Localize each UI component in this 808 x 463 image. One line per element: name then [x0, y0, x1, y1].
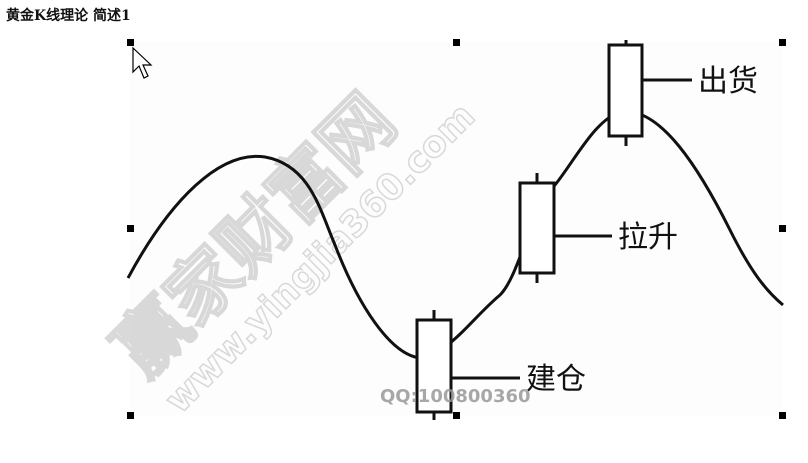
candle-build [415, 310, 520, 420]
label-rise: 拉升 [618, 220, 678, 255]
page-title: 黄金K线理论 简述1 [6, 8, 131, 24]
selection-handles[interactable] [127, 39, 786, 419]
price-curve [126, 110, 784, 359]
label-distribute: 出货 [698, 64, 758, 99]
label-build: 建仓 [526, 362, 586, 397]
image-background [130, 42, 782, 415]
candle-distribute [607, 40, 692, 146]
candle-rise [518, 173, 612, 283]
watermark-qq: QQ:100800360 [380, 386, 531, 407]
mouse-pointer-icon [132, 46, 153, 79]
